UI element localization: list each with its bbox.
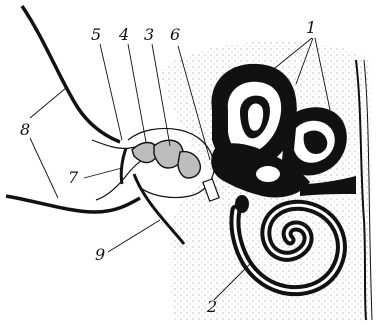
auditory-tube: [134, 174, 184, 244]
label-4: 4: [119, 27, 129, 43]
leader-5: [100, 44, 122, 140]
label-2: 2: [207, 299, 217, 315]
stapes: [178, 152, 200, 178]
label-6: 6: [170, 27, 180, 43]
auricle-outline: [22, 6, 120, 142]
label-1: 1: [306, 20, 316, 36]
oval-window: [256, 166, 280, 182]
leader-9: [108, 220, 160, 252]
round-window: [235, 195, 249, 213]
label-3: 3: [144, 27, 154, 43]
label-5: 5: [91, 27, 101, 43]
leader-3: [152, 44, 170, 146]
label-8: 8: [20, 122, 30, 138]
leader-8b: [30, 138, 58, 198]
ear-canal-lower-wall: [6, 196, 140, 212]
leader-7: [84, 168, 122, 178]
label-7: 7: [68, 170, 78, 186]
leader-8a: [30, 88, 66, 118]
label-9: 9: [95, 247, 105, 263]
leader-4: [128, 44, 146, 142]
